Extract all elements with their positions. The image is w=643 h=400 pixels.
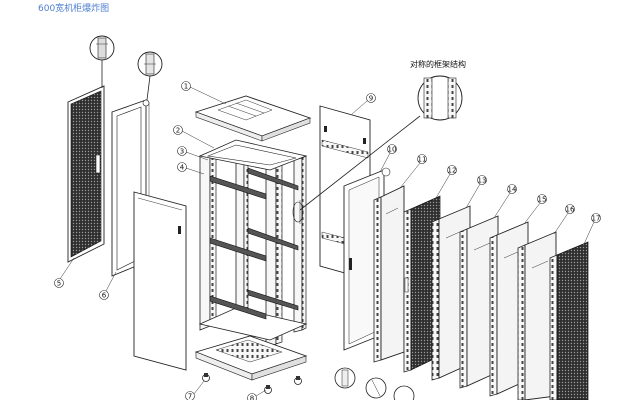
detail-circle-frame (299, 75, 463, 211)
svg-text:16: 16 (566, 206, 575, 214)
svg-text:13: 13 (478, 177, 487, 185)
casters (202, 373, 302, 394)
callout-6: 6 (99, 271, 117, 300)
cabinet-frame (198, 139, 308, 349)
frame-structure-label: 对称的框架结构 (410, 59, 466, 69)
svg-text:17: 17 (592, 215, 601, 223)
callout-8: 8 (247, 389, 267, 400)
svg-text:14: 14 (508, 186, 517, 194)
callout-14: 14 (493, 184, 517, 219)
callouts: 1 2 3 4 5 6 7 (54, 81, 601, 400)
callout-5: 5 (54, 257, 75, 288)
callout-4: 4 (177, 162, 205, 175)
svg-text:2: 2 (176, 127, 180, 135)
svg-text:12: 12 (448, 167, 457, 175)
callout-15: 15 (523, 194, 547, 225)
top-cover (194, 95, 312, 142)
callout-7: 7 (185, 380, 205, 400)
callout-12: 12 (435, 165, 457, 199)
svg-text:10: 10 (388, 146, 397, 154)
svg-text:9: 9 (369, 95, 373, 103)
diagram-title: 600宽机柜爆炸图 (38, 4, 110, 14)
callout-17: 17 (583, 213, 601, 245)
svg-text:7: 7 (188, 393, 192, 400)
callout-3: 3 (177, 146, 209, 161)
callout-11: 11 (399, 154, 427, 189)
svg-text:15: 15 (538, 196, 547, 204)
svg-text:6: 6 (102, 292, 107, 300)
bottom-plate (194, 335, 308, 381)
detail-circles-bottom (334, 367, 415, 400)
detail-circle-hinge (89, 35, 115, 88)
svg-text:3: 3 (180, 148, 184, 156)
doors-series (373, 185, 589, 400)
svg-text:1: 1 (184, 83, 188, 91)
svg-text:5: 5 (57, 280, 61, 288)
callout-16: 16 (553, 204, 575, 235)
callout-1: 1 (181, 81, 227, 105)
detail-circle-latch (137, 51, 163, 101)
mesh-front-door (67, 85, 105, 263)
svg-text:8: 8 (250, 395, 254, 400)
callout-13: 13 (465, 175, 487, 209)
callout-2: 2 (173, 125, 215, 149)
svg-text:11: 11 (418, 156, 427, 164)
callout-9: 9 (351, 93, 376, 115)
callout-10: 10 (379, 144, 397, 173)
svg-text:4: 4 (180, 164, 185, 172)
side-panel-left (133, 191, 187, 371)
